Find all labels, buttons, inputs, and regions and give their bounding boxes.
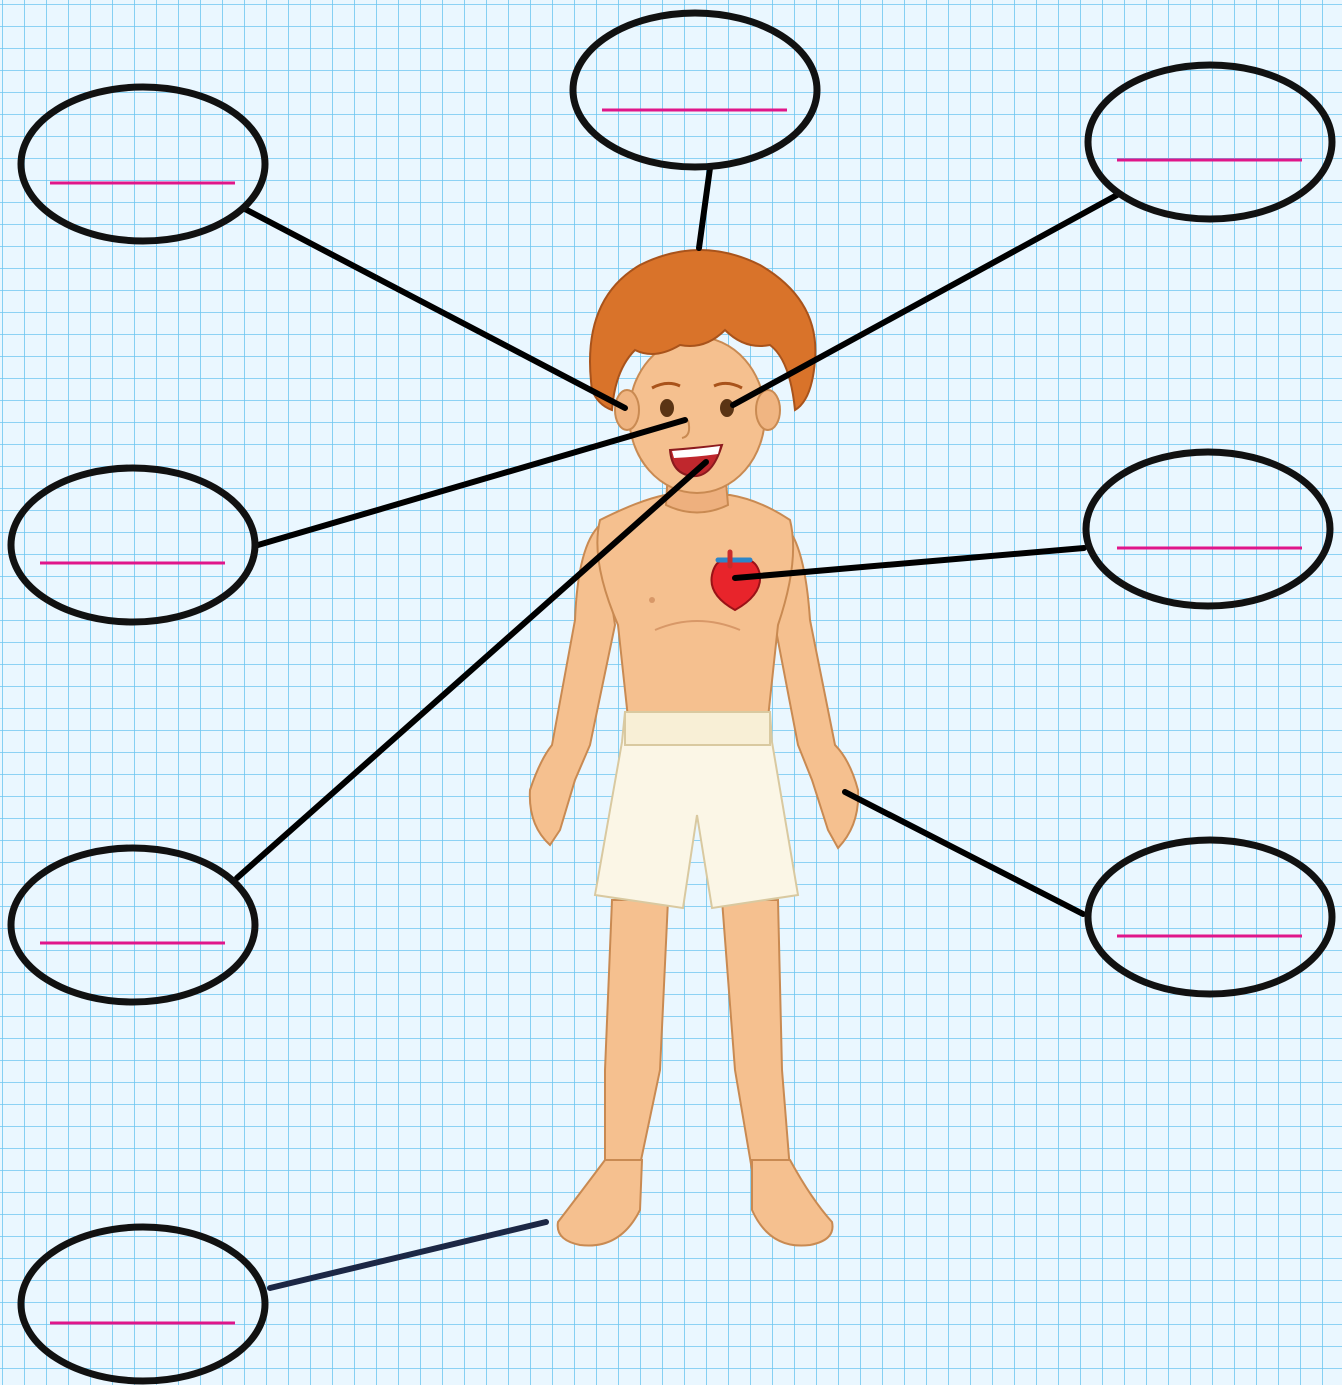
left-eye	[660, 399, 674, 417]
nipple	[649, 597, 655, 603]
right-eye	[720, 399, 734, 417]
right-ear	[756, 390, 780, 430]
waistband	[625, 712, 770, 745]
